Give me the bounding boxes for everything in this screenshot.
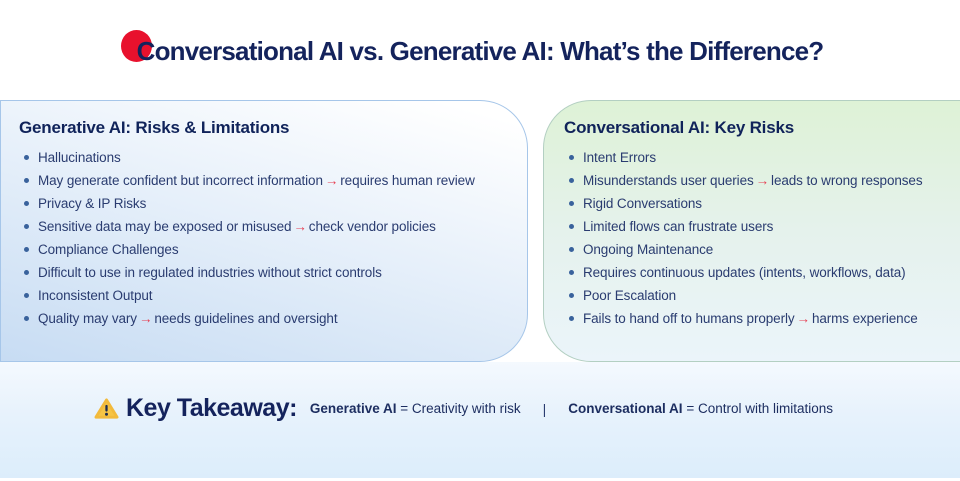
list-item: Poor Escalation: [564, 288, 953, 303]
bullet-text: Intent Errors: [583, 150, 656, 165]
red-circle-icon: [120, 30, 152, 62]
bullet-text: Ongoing Maintenance: [583, 242, 714, 257]
bullet-text: Rigid Conversations: [583, 196, 702, 211]
bullet-text: Difficult to use in regulated industries…: [38, 265, 382, 280]
key-takeaway-row: Key Takeaway: Generative AI = Creativity…: [94, 394, 833, 423]
list-item: Difficult to use in regulated industries…: [19, 265, 501, 280]
bullet-text: Poor Escalation: [583, 288, 677, 303]
bullet-dot-icon: [24, 270, 29, 275]
list-item: Inconsistent Output: [19, 288, 501, 303]
takeaway-conversational: Conversational AI = Control with limitat…: [568, 401, 833, 416]
bullet-text: May generate confident but incorrect inf…: [38, 173, 323, 188]
panel-generative-ai: Generative AI: Risks & Limitations Hallu…: [0, 100, 528, 362]
bullet-text: Requires continuous updates (intents, wo…: [583, 265, 906, 280]
bullet-dot-icon: [569, 155, 574, 160]
bullet-text: Compliance Challenges: [38, 242, 179, 257]
key-takeaway-bar: Key Takeaway: Generative AI = Creativity…: [0, 362, 960, 478]
list-item: Quality may vary→needs guidelines and ov…: [19, 311, 501, 326]
takeaway-conversational-text: = Control with limitations: [686, 401, 834, 416]
takeaway-divider: |: [542, 400, 547, 417]
bullet-text: Hallucinations: [38, 150, 121, 165]
list-item: Misunderstands user queries→leads to wro…: [564, 173, 953, 188]
arrow-right-icon: →: [796, 311, 811, 326]
list-item: Compliance Challenges: [19, 242, 501, 257]
bullet-text-after: leads to wrong responses: [771, 173, 923, 188]
list-item: Ongoing Maintenance: [564, 242, 953, 257]
bullet-dot-icon: [24, 224, 29, 229]
bullet-dot-icon: [24, 247, 29, 252]
takeaway-conversational-term: Conversational AI: [568, 401, 683, 416]
bullet-text-after: check vendor policies: [308, 219, 436, 234]
arrow-right-icon: →: [755, 173, 770, 188]
bullet-text: Misunderstands user queries: [583, 173, 754, 188]
bullet-text: Sensitive data may be exposed or misused: [38, 219, 292, 234]
list-item: Rigid Conversations: [564, 196, 953, 211]
bullet-text: Inconsistent Output: [38, 288, 153, 303]
bullet-text: Privacy & IP Risks: [38, 196, 147, 211]
key-takeaway-label: Key Takeaway:: [126, 394, 297, 422]
list-item: Limited flows can frustrate users: [564, 219, 953, 234]
takeaway-generative: Generative AI = Creativity with risk: [310, 401, 521, 416]
bullet-text: Quality may vary: [38, 311, 137, 326]
bullet-text-after: harms experience: [811, 311, 918, 326]
bullet-text: Limited flows can frustrate users: [583, 219, 774, 234]
bullet-dot-icon: [569, 224, 574, 229]
bullet-dot-icon: [569, 270, 574, 275]
list-item: Hallucinations: [19, 150, 501, 165]
list-item: Privacy & IP Risks: [19, 196, 501, 211]
list-item: May generate confident but incorrect inf…: [19, 173, 501, 188]
conversational-risk-list: Intent Errors Misunderstands user querie…: [564, 150, 953, 326]
bullet-dot-icon: [24, 293, 29, 298]
warning-triangle-icon: [94, 398, 119, 419]
arrow-right-icon: →: [138, 311, 153, 326]
list-item: Intent Errors: [564, 150, 953, 165]
arrow-right-icon: →: [293, 219, 307, 234]
title-text: Conversational AI vs. Generative AI: Wha…: [136, 36, 825, 66]
generative-risk-list: Hallucinations May generate confident bu…: [19, 150, 501, 326]
bullet-dot-icon: [24, 155, 29, 160]
list-item: Requires continuous updates (intents, wo…: [564, 265, 953, 280]
list-item: Sensitive data may be exposed or misused…: [19, 219, 501, 234]
bullet-dot-icon: [569, 178, 574, 183]
bullet-dot-icon: [569, 201, 574, 206]
takeaway-generative-text: = Creativity with risk: [400, 401, 521, 416]
bullet-text-after: needs guidelines and oversight: [154, 311, 338, 326]
bullet-dot-icon: [569, 316, 574, 321]
bullet-dot-icon: [24, 201, 29, 206]
panel-heading-conversational: Conversational AI: Key Risks: [564, 118, 794, 137]
page-title: Conversational AI vs. Generative AI: Wha…: [0, 30, 960, 67]
arrow-right-icon: →: [324, 173, 339, 188]
panel-heading-generative: Generative AI: Risks & Limitations: [19, 118, 290, 137]
bullet-text-after: requires human review: [340, 173, 475, 188]
list-item: Fails to hand off to humans properly→har…: [564, 311, 953, 326]
panel-conversational-ai: Conversational AI: Key Risks Intent Erro…: [543, 100, 960, 362]
bullet-text: Fails to hand off to humans properly: [583, 311, 795, 326]
bullet-dot-icon: [569, 247, 574, 252]
bullet-dot-icon: [24, 178, 29, 183]
bullet-dot-icon: [24, 316, 29, 321]
takeaway-generative-term: Generative AI: [309, 401, 397, 416]
bullet-dot-icon: [569, 293, 574, 298]
